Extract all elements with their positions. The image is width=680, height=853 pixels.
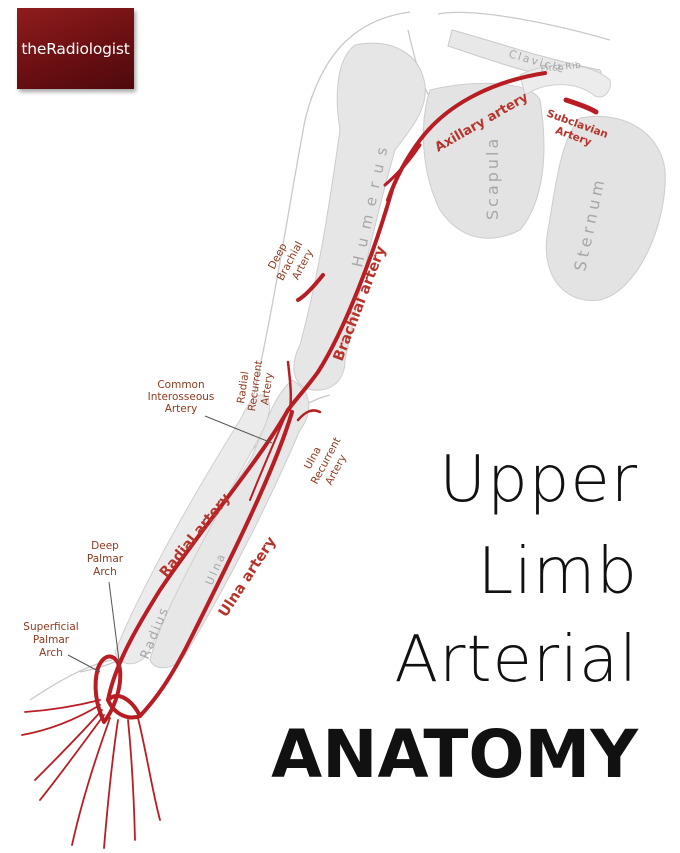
title-line-1: Upper xyxy=(439,443,638,517)
axillary-artery xyxy=(386,71,547,202)
ulna-bone xyxy=(149,379,310,669)
brand-logo: theRadiologist xyxy=(17,8,134,89)
scapula-bone xyxy=(422,82,545,239)
common-interosseous-label: Common Interosseous Artery xyxy=(148,379,273,444)
ulna-artery xyxy=(138,410,294,718)
title-line-2: Limb xyxy=(477,535,638,609)
deep-brachial-artery xyxy=(296,273,325,302)
deep-brachial-label: Deep Brachial Artery xyxy=(266,240,316,283)
svg-text:Artery: Artery xyxy=(165,403,198,415)
first-rib-label: First Rib xyxy=(540,61,582,75)
svg-text:Interosseous: Interosseous xyxy=(148,391,215,403)
svg-text:Superficial: Superficial xyxy=(23,621,78,633)
svg-text:Common: Common xyxy=(157,379,204,391)
title-line-4: ANATOMY xyxy=(271,716,638,793)
title-line-3: Arterial xyxy=(394,623,638,697)
subclavian-artery xyxy=(563,97,599,115)
svg-text:Palmar: Palmar xyxy=(33,634,70,646)
humerus-bone xyxy=(293,42,426,391)
scapula-label: Scapula xyxy=(483,136,502,220)
svg-text:Artery: Artery xyxy=(259,372,275,406)
arteries xyxy=(21,71,599,849)
axillary-branch xyxy=(383,143,422,187)
brand-logo-text: theRadiologist xyxy=(21,39,130,58)
superficial-palmar-arch-label: Superficial Palmar Arch xyxy=(23,621,101,673)
svg-text:Deep: Deep xyxy=(91,540,119,552)
deep-palmar-arch-label: Deep Palmar Arch xyxy=(87,540,124,669)
svg-text:Radial: Radial xyxy=(235,371,251,405)
ulna-recurrent-label: Ulna Recurrent Artery xyxy=(302,436,349,488)
superficial-palmar-arch xyxy=(93,654,123,724)
radial-recurrent-artery xyxy=(286,360,293,412)
sternum-bone xyxy=(545,115,666,301)
svg-text:Palmar: Palmar xyxy=(87,553,124,565)
brachial-artery xyxy=(286,188,394,412)
ulna-recurrent-artery xyxy=(296,409,322,422)
digital-arteries xyxy=(21,699,161,849)
radial-recurrent-label: Radial Recurrent Artery xyxy=(235,360,275,412)
svg-text:Arch: Arch xyxy=(39,647,63,659)
annotated-labels: Common Interosseous Artery Deep Palmar A… xyxy=(23,379,273,673)
svg-text:Arch: Arch xyxy=(93,566,117,578)
